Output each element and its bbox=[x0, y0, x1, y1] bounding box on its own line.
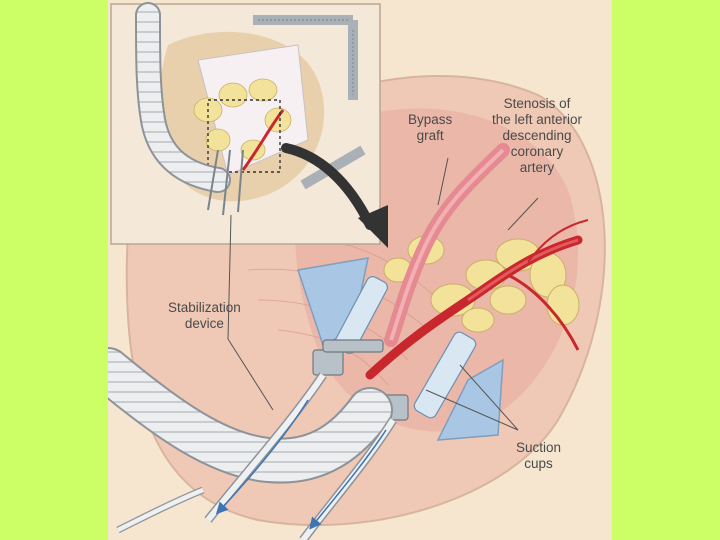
overview-inset bbox=[111, 4, 380, 244]
label-stabilization-device: Stabilization device bbox=[168, 300, 241, 332]
surgical-illustration: Bypass graft Stenosis of the left anteri… bbox=[108, 0, 612, 540]
label-suction-cups: Suction cups bbox=[516, 440, 561, 472]
label-stenosis: Stenosis of the left anterior descending… bbox=[492, 96, 582, 176]
label-bypass-graft: Bypass graft bbox=[408, 112, 452, 144]
